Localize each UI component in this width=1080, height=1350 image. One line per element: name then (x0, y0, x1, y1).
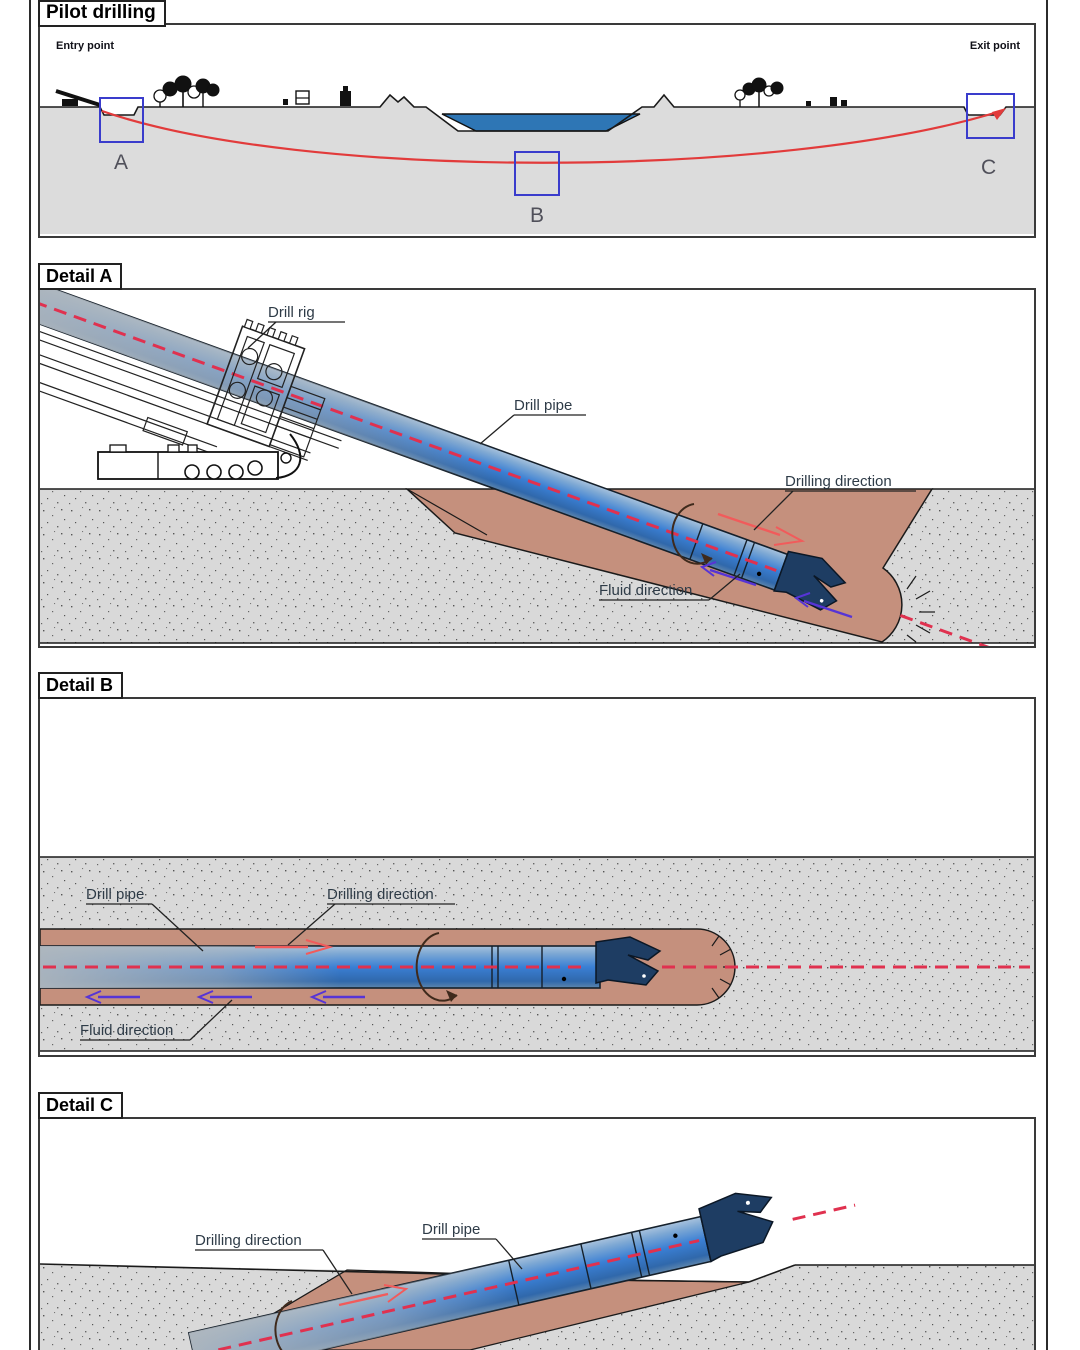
drill-string-c (187, 1192, 856, 1350)
rig-base (97, 433, 302, 480)
soil-c-left-speckle (40, 1264, 347, 1350)
drawing-frame-right (1046, 0, 1048, 1350)
detail-box-b (514, 151, 560, 196)
trees-right (734, 77, 784, 107)
bore-path-arrowhead (992, 108, 1006, 120)
rig-mast (40, 318, 342, 462)
drill-bit-a (773, 550, 847, 611)
drilling-direction-label-c: Drilling direction (195, 1232, 302, 1249)
drill-pipe-label-a: Drill pipe (514, 397, 572, 414)
drill-pipe-label-c: Drill pipe (422, 1221, 480, 1238)
ground-soil (40, 95, 1034, 234)
marker-a: A (114, 151, 128, 174)
rotation-arrow-a (671, 503, 713, 565)
fluid-direction-label-a: Fluid direction (599, 582, 692, 599)
drill-rig-label: Drill rig (268, 304, 315, 321)
detail-a-title: Detail A (38, 263, 123, 290)
centerline-c (197, 1239, 700, 1350)
pilot-bore-path (101, 109, 1002, 164)
bore-annulus-a (405, 488, 934, 643)
centerline-a (40, 300, 777, 572)
drill-rig-leader (247, 321, 277, 349)
detail-b-diagram: Drill pipe Drilling direction Fluid dire… (40, 856, 1034, 1052)
exit-pit-ramp (748, 1264, 796, 1283)
drilling-direction-label-a: Drilling direction (785, 473, 892, 490)
detail-box-a (99, 97, 144, 143)
drilling-direction-leader-c (322, 1249, 353, 1295)
rotation-arrowhead-b (446, 990, 457, 1002)
centerline-c-ext (792, 1203, 856, 1221)
drilling-direction-arrow-a (717, 512, 806, 546)
drilling-direction-arrow-c (338, 1284, 409, 1307)
fluid-direction-leader-a (708, 573, 741, 601)
drill-pipe-leader-a (479, 414, 515, 445)
rotation-arrow-b (415, 932, 458, 1002)
fluid-direction-arrows-b (84, 990, 365, 1004)
drill-bit-b (595, 936, 662, 986)
pipe-shading-c (188, 1259, 521, 1350)
drill-pipe-leader-b (151, 903, 204, 952)
rotation-arrow-c (274, 1300, 293, 1350)
drilling-direction-arrow-b (255, 939, 334, 955)
detail-a-panel: Drill rig Drill pipe Drilling direction … (38, 288, 1036, 648)
exit-point-label: Exit point (970, 40, 1020, 52)
entry-pit-wall (406, 488, 488, 536)
drill-pipe-leader-c (495, 1238, 523, 1270)
detail-b-title: Detail B (38, 672, 124, 699)
rotation-arrowhead-a (701, 553, 712, 565)
detail-b-panel: Drill pipe Drilling direction Fluid dire… (38, 697, 1036, 1057)
trees-left (153, 75, 220, 107)
overview-diagram: A B C Entry point Exit point (40, 40, 1034, 234)
fluid-direction-arrows-a (699, 561, 853, 619)
soil-c-right-speckle (470, 1265, 1034, 1350)
detail-c-diagram: Drilling direction Drill pipe (40, 1192, 1034, 1350)
drilling-direction-leader-a (753, 490, 794, 531)
drilling-direction-label-b: Drilling direction (327, 886, 434, 903)
drill-rig-silhouette (55, 89, 101, 107)
drill-bit-c (698, 1192, 774, 1263)
drill-string-a (40, 290, 1034, 646)
marker-b: B (530, 204, 544, 227)
detail-box-c (966, 93, 1015, 139)
fluid-direction-leader-b (189, 999, 233, 1041)
surface-structures-right (806, 97, 847, 106)
bore-face-ticks-a (906, 575, 935, 643)
drawing-frame-left (29, 0, 31, 1350)
fluid-direction-label-b: Fluid direction (80, 1022, 173, 1039)
detail-c-panel: Drilling direction Drill pipe (38, 1117, 1036, 1350)
centerline-a-ext (899, 614, 1034, 646)
marker-c: C (981, 156, 996, 179)
detail-a-diagram: Drill rig Drill pipe Drilling direction … (40, 290, 1034, 646)
drill-pipe-label-b: Drill pipe (86, 886, 144, 903)
entry-point-label: Entry point (56, 40, 114, 52)
overview-panel: A B C Entry point Exit point (38, 23, 1036, 238)
drilling-direction-leader-b (287, 903, 336, 946)
detail-c-title: Detail C (38, 1092, 124, 1119)
surface-structures-left (283, 86, 351, 106)
pilot-drilling-title: Pilot drilling (38, 0, 166, 27)
